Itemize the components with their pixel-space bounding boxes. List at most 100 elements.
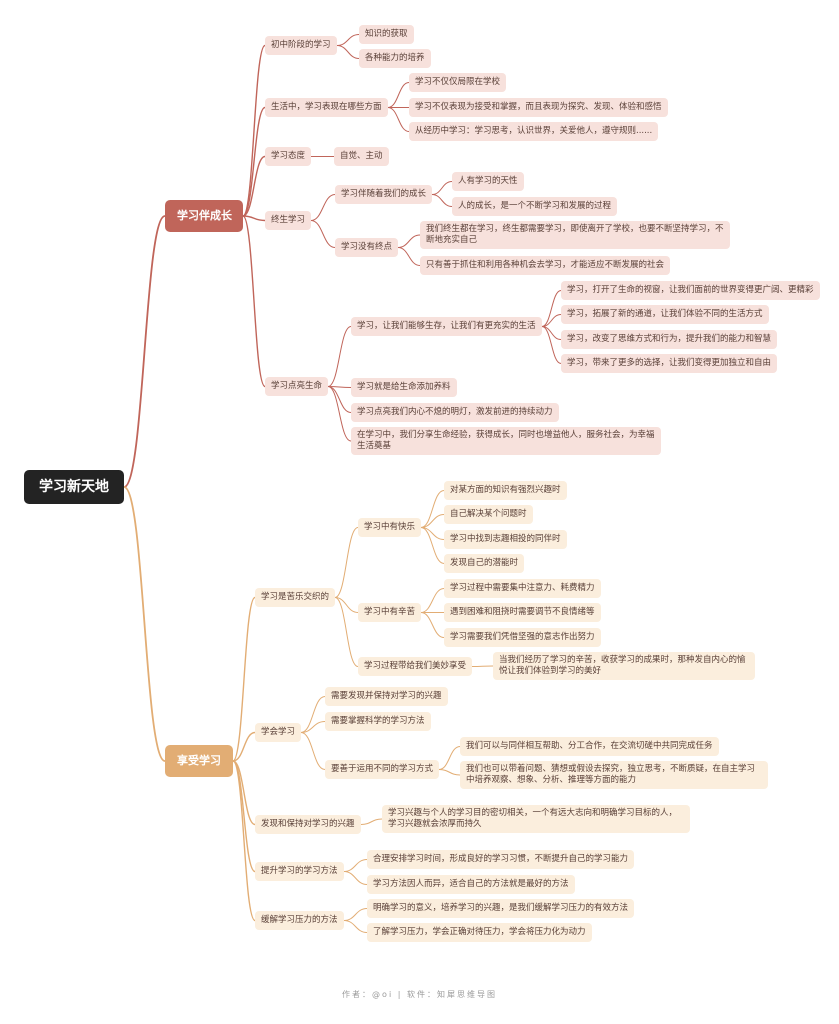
connector-line [541,326,562,364]
leaf-node[interactable]: 明确学习的意义，培养学习的兴趣，是我们缓解学习压力的有效方法 [367,899,635,918]
topic-light-life[interactable]: 学习点亮生命 [265,377,329,396]
topic-life-learning[interactable]: 生活中，学习表现在哪些方面 [265,98,388,117]
leaf-node[interactable]: 学习就是给生命添加养料 [351,378,457,397]
connector-line [420,612,445,638]
leaf-node[interactable]: 在学习中，我们分享生命经验，获得成长，同时也增益他人，服务社会，为幸福生活奠基 [351,427,661,455]
leaf-node[interactable]: 人的成长，是一个不断学习和发展的过程 [452,197,618,216]
leaf-node[interactable]: 知识的获取 [359,25,414,44]
leaf-node[interactable]: 遇到困难和阻挠时需要调节不良情绪等 [444,603,601,622]
leaf-node[interactable]: 学习，打开了生命的视窗，让我们面前的世界变得更广阔、更精彩 [561,281,820,300]
connector-line [300,696,326,733]
leaf-node[interactable]: 学习方法因人而异，适合自己的方法就是最好的方法 [367,875,575,894]
leaf-node[interactable]: 自己解决某个问题时 [444,505,533,524]
leaf-node[interactable]: 我们也可以带着问题、猜想或假设去探究，独立思考，不断质疑，在自主学习中培养观察、… [460,761,768,789]
leaf-node[interactable]: 了解学习压力，学会正确对待压力，学会将压力化为动力 [367,923,592,942]
connector-line [242,106,266,217]
leaf-node[interactable]: 从经历中学习：学习思考，认识世界，关爱他人，遵守规则...... [409,122,659,141]
connector-line [327,386,352,442]
leaf-node[interactable]: 当我们经历了学习的辛苦，收获学习的成果时，那种发自内心的愉悦让我们体验到学习的美… [493,652,755,680]
leaf-node[interactable]: 对某方面的知识有强烈兴趣时 [444,481,567,500]
connector-line [420,490,445,528]
connector-line [242,215,266,222]
topic-pressure[interactable]: 缓解学习压力的方法 [255,911,344,930]
topic-lifelong-learning[interactable]: 终生学习 [265,211,312,230]
connector-line [242,155,266,217]
leaf-node[interactable]: 学习中找到志趣相投的同伴时 [444,530,567,549]
connector-line [336,34,360,46]
leaf-node[interactable]: 学习不仅仅局限在学校 [409,73,507,92]
leaf-node[interactable]: 需要掌握科学的学习方法 [325,712,431,731]
leaf-node[interactable]: 学习，带来了更多的选择，让我们变得更加独立和自由 [561,354,778,373]
connector-line [343,871,368,885]
subtopic-hardship[interactable]: 学习中有辛苦 [358,603,422,622]
leaf-node[interactable]: 自觉、主动 [334,147,389,166]
connector-line [438,746,461,770]
connector-line [420,527,445,564]
connector-line [360,818,383,825]
connector-line [541,314,562,327]
connector-line [327,386,352,413]
connector-line [397,247,421,266]
leaf-node[interactable]: 需要发现并保持对学习的兴趣 [325,687,448,706]
connector-line [232,731,256,762]
connector-line [242,215,266,388]
connector-line [232,596,256,762]
topic-bitter-sweet[interactable]: 学习是苦乐交织的 [255,588,336,607]
connector-line [123,215,166,488]
branch-node-enjoy[interactable]: 享受学习 [165,745,233,777]
leaf-node[interactable]: 学习不仅表现为接受和掌握，而且表现为探究、发现、体验和感悟 [409,98,668,117]
leaf-node[interactable]: 学习需要我们凭借坚强的意志作出努力 [444,628,601,647]
connector-line [387,82,410,108]
leaf-node[interactable]: 学习，改变了思维方式和行为，提升我们的能力和智慧 [561,330,778,349]
connector-line [397,234,421,248]
leaf-node[interactable]: 发现自己的潜能时 [444,554,525,573]
connector-line [343,859,368,872]
connector-line [334,597,359,667]
leaf-node[interactable]: 学习，拓展了新的通道，让我们体验不同的生活方式 [561,305,769,324]
branch-node-growth[interactable]: 学习伴成长 [165,200,243,232]
connector-line [420,588,445,613]
connector-line [123,486,166,762]
connector-line [300,721,326,733]
connector-line [327,326,352,387]
leaf-node[interactable]: 我们终生都在学习，终生都需要学习，即使离开了学校，也要不断坚持学习，不断地充实自… [420,221,730,249]
subtopic-no-end[interactable]: 学习没有终点 [335,238,399,257]
leaf-node[interactable]: 合理安排学习时间，形成良好的学习习惯，不断提升自己的学习能力 [367,850,635,869]
connector-line [387,107,410,132]
connector-line [242,44,266,217]
subtopic-enjoyment[interactable]: 学习过程带给我们美妙享受 [358,657,473,676]
root-node[interactable]: 学习新天地 [24,470,124,504]
subtopic-joy[interactable]: 学习中有快乐 [358,518,422,537]
subtopic-learning-ways[interactable]: 要善于运用不同的学习方式 [325,760,440,779]
connector-line [343,920,368,933]
connector-line [431,181,453,195]
connector-line [471,665,494,667]
connector-line [310,220,336,248]
topic-learn-to-learn[interactable]: 学会学习 [255,723,302,742]
topic-interest[interactable]: 发现和保持对学习的兴趣 [255,815,361,834]
connector-line [541,290,562,327]
leaf-node[interactable]: 只有善于抓住和利用各种机会去学习，才能适应不断发展的社会 [420,256,671,275]
leaf-node[interactable]: 我们可以与同伴相互帮助、分工合作，在交流切磋中共同完成任务 [460,737,719,756]
leaf-node[interactable]: 学习过程中需要集中注意力、耗费精力 [444,579,601,598]
subtopic-learning-with-growth[interactable]: 学习伴随着我们的成长 [335,185,433,204]
connector-line [438,769,461,776]
leaf-node[interactable]: 人有学习的天性 [452,172,524,191]
connector-line [300,732,326,770]
topic-stage-learning[interactable]: 初中阶段的学习 [265,36,337,55]
connector-line [334,597,359,613]
topic-method[interactable]: 提升学习的学习方法 [255,862,344,881]
connector-line [310,194,336,221]
leaf-node[interactable]: 各种能力的培养 [359,49,431,68]
connector-line [431,194,453,207]
connector-line [343,908,368,921]
connector-line [232,760,256,873]
topic-attitude[interactable]: 学习态度 [265,147,312,166]
leaf-node[interactable]: 学习点亮我们内心不熄的明灯，激发前进的持续动力 [351,403,559,422]
footer-credit: 作者：@oi | 软件：知犀思维导图 [342,990,497,999]
connector-line [420,514,445,528]
subtopic-fuller-life[interactable]: 学习，让我们能够生存，让我们有更充实的生活 [351,317,542,336]
connector-line [334,527,359,598]
leaf-node[interactable]: 学习兴趣与个人的学习目的密切相关，一个有远大志向和明确学习目标的人，学习兴趣就会… [382,805,690,833]
